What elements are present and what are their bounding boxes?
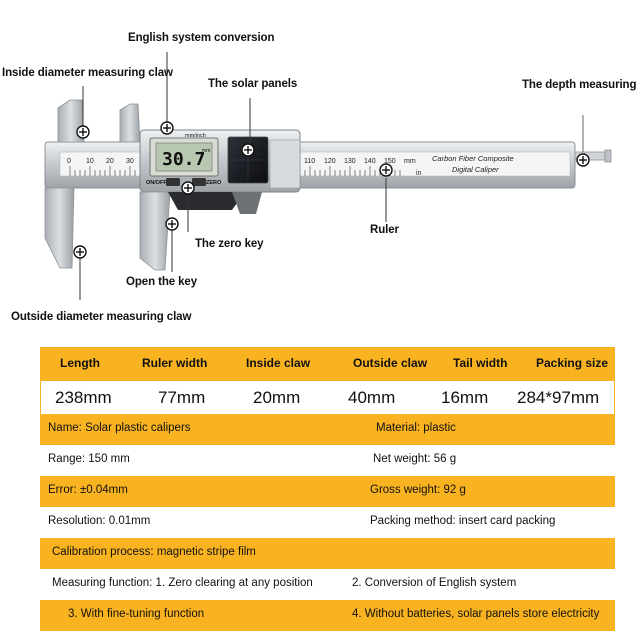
scale-unit: mm [404,158,416,165]
header-tail-width: Tail width [453,356,508,370]
thumb-roller [168,192,245,210]
slide-lower-jaw [139,191,171,271]
caliper-illustration: 0 10 20 30 100 110 120 130 140 150 mm in… [44,52,612,300]
callout-english-conversion: English system conversion [128,32,275,44]
onoff-label: ON/OFF [146,180,167,186]
spec-function-2: 2. Conversion of English system [352,577,517,589]
spec-material: Material: plastic [376,422,456,434]
spec-row-function-b: 3. With fine-tuning function 4. Without … [40,600,615,631]
tick-label: 140 [364,158,376,165]
fixed-lower-jaw [44,187,75,269]
lcd-reading: 30.7 [162,149,205,170]
callout-depth-measuring: The depth measuring [522,79,637,91]
callout-outside-claw: Outside diameter measuring claw [11,311,192,323]
lcd-unit: mm [202,148,210,154]
crosshair-markers [73,121,590,259]
header-ruler-width: Ruler width [142,356,208,370]
zero-button [192,178,206,186]
callout-open-key: Open the key [126,276,198,288]
callout-solar-panels: The solar panels [208,78,298,90]
spec-row-resolution: Resolution: 0.01mm Packing method: inser… [40,507,615,538]
spec-error: Error: ±0.04mm [48,484,128,496]
callout-zero-key: The zero key [195,238,264,250]
value-ruler-width: 77mm [158,388,206,407]
mode-label: mm/inch [185,133,206,139]
tick-label: 0 [67,158,71,165]
scale-unit-inch: in [416,170,422,177]
spec-range: Range: 150 mm [48,453,130,465]
header-inside-claw: Inside claw [246,356,311,370]
header-outside-claw: Outside claw [353,356,428,370]
spec-row-calibration: Calibration process: magnetic stripe fil… [40,538,615,569]
spec-net-weight: Net weight: 56 g [373,453,457,465]
spec-calibration: Calibration process: magnetic stripe fil… [52,546,256,558]
spec-row-range: Range: 150 mm Net weight: 56 g [40,445,615,476]
spec-function-4: 4. Without batteries, solar panels store… [352,608,600,620]
leader-lines [79,52,387,300]
brand-line-2: Digital Caliper [452,165,499,174]
tick-label: 150 [384,158,396,165]
spec-row-function-a: Measuring function: 1. Zero clearing at … [40,569,615,600]
onoff-button [166,178,180,186]
value-inside-claw: 20mm [253,388,301,407]
tick-label: 130 [344,158,356,165]
specs-table: Length Ruler width Inside claw Outside c… [40,347,615,631]
value-tail-width: 16mm [441,388,489,407]
tick-label: 110 [304,158,315,165]
spec-row-error: Error: ±0.04mm Gross weight: 92 g [40,476,615,507]
tick-label: 30 [126,158,134,165]
caliper-diagram: 0 10 20 30 100 110 120 130 140 150 mm in… [2,32,637,323]
dimension-header-row: Length Ruler width Inside claw Outside c… [40,347,615,381]
tick-label: 10 [86,158,94,165]
header-packing-size: Packing size [536,356,609,370]
value-length: 238mm [55,388,112,407]
spec-packing-method: Packing method: insert card packing [370,515,556,527]
lcd-screen [155,142,213,172]
brand-line-1: Carbon Fiber Composite [432,154,514,163]
spec-function-1: Measuring function: 1. Zero clearing at … [52,577,313,589]
spec-function-3: 3. With fine-tuning function [68,608,205,620]
header-length: Length [60,356,100,370]
spec-row-name: Name: Solar plastic calipers Material: p… [40,414,615,445]
spec-name: Name: Solar plastic calipers [48,422,191,434]
callout-inside-claw: Inside diameter measuring claw [2,67,173,79]
callout-ruler: Ruler [370,224,399,236]
slide-upper-jaw [119,103,141,143]
spec-resolution: Resolution: 0.01mm [48,515,151,527]
spec-gross-weight: Gross weight: 92 g [370,484,466,496]
zero-label: ZERO [206,180,222,186]
dimension-values-row: 238mm 77mm 20mm 40mm 16mm 284*97mm [40,381,615,414]
value-outside-claw: 40mm [348,388,396,407]
tick-label: 120 [324,158,336,165]
tick-label: 20 [106,158,114,165]
value-packing-size: 284*97mm [517,388,600,407]
